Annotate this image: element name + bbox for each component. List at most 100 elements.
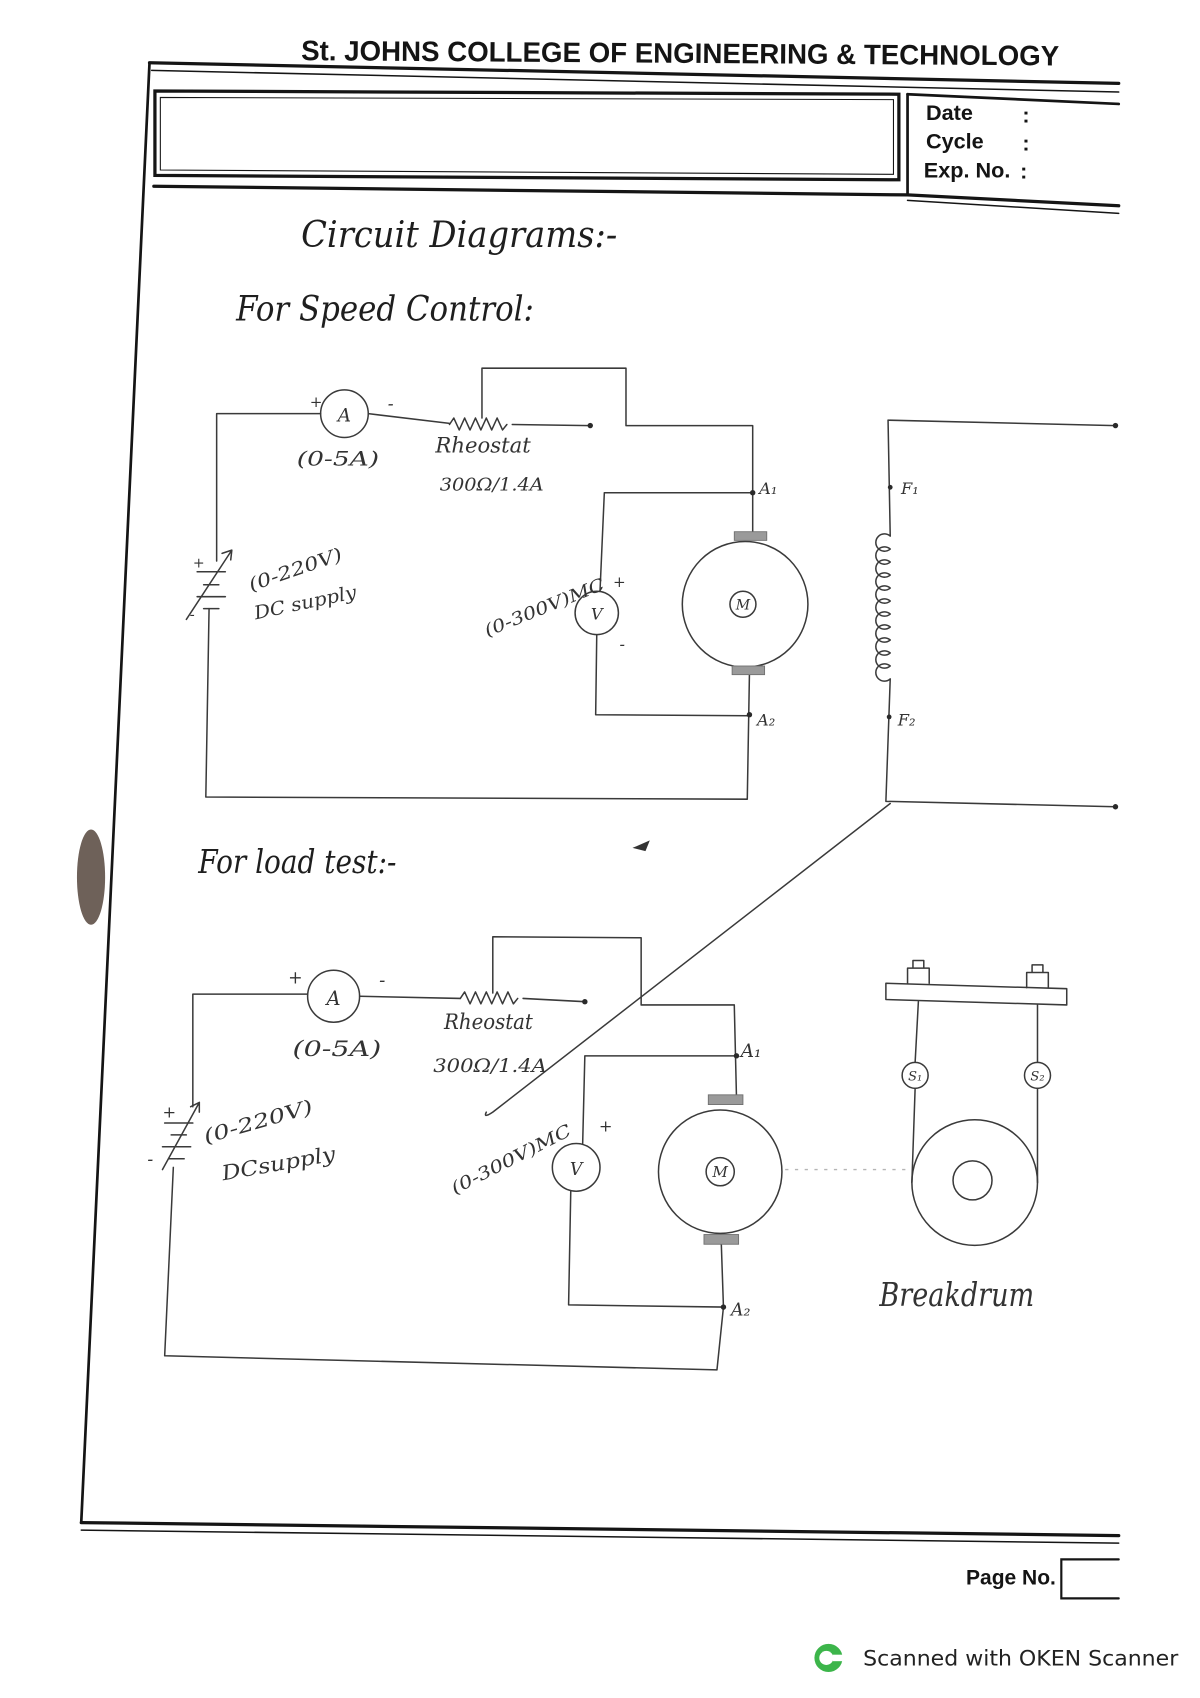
supply-plus: + [193, 555, 205, 571]
left-belt [911, 1000, 920, 1184]
rheostat-rating: 300Ω/1.4A [433, 1056, 547, 1077]
scanner-logo-notch [832, 1654, 844, 1662]
page-heading: Circuit Diagrams:- [301, 213, 617, 256]
ammeter-symbol: A [336, 405, 351, 426]
rheostat-element [448, 417, 508, 431]
right-tension-knob [1025, 964, 1050, 989]
header-separator-inner [906, 199, 1120, 215]
page-bottom-border [79, 1520, 1121, 1538]
voltmeter: V + (0-300V)MC [448, 1055, 738, 1308]
rheostat-label: Rheostat [443, 1010, 533, 1035]
record-info: Date : Cycle : Exp. No. : [924, 100, 1030, 183]
return-wire [163, 1166, 725, 1371]
voltmeter-plus: + [613, 573, 626, 591]
date-separator: : [1022, 102, 1029, 127]
college-name: St. JOHNS COLLEGE OF ENGINEERING & TECHN… [301, 35, 1059, 71]
motor-brush-top [733, 531, 768, 541]
terminal-f1-label: F₁ [900, 479, 919, 498]
ammeter-range: (0-5A) [292, 1037, 381, 1062]
motor-symbol: M [711, 1163, 728, 1181]
voltmeter-top-wire [581, 1055, 738, 1145]
voltmeter-circle [551, 1142, 601, 1192]
motor-brush-bottom [731, 665, 766, 676]
ammeter-circle [319, 389, 370, 439]
terminal-f2-label: F₂ [897, 711, 916, 730]
field-connection-line [484, 802, 891, 1117]
dc-motor: M A₁ A₂ [657, 1041, 783, 1321]
rheostat-end-wire [522, 997, 586, 1003]
terminal-a1-label: A₁ [757, 479, 777, 498]
supply-plus: + [163, 1103, 177, 1122]
supply-top-wire [215, 412, 322, 562]
supply-minus: - [190, 605, 195, 623]
rheostat-slider-loop [492, 935, 738, 1097]
title-box-inner [159, 96, 895, 175]
variable-arrow-icon [161, 1101, 201, 1171]
field-bottom-wire [885, 678, 1117, 808]
voltmeter-minus: - [619, 635, 625, 654]
terminal-a2-dot [720, 1304, 727, 1310]
cycle-label: Cycle [926, 128, 984, 153]
ammeter-plus: + [310, 393, 323, 411]
spring-balance-1 [901, 1061, 929, 1090]
motor-armature [705, 1156, 736, 1187]
voltmeter-plus: + [599, 1117, 613, 1136]
rheostat-end-terminal [582, 998, 588, 1005]
load-test-title: For load test:- [197, 843, 396, 881]
ammeter-minus: - [379, 971, 385, 992]
spring-balance-2-label: S₂ [1030, 1070, 1044, 1085]
record-info-box-top [906, 92, 1121, 106]
scanner-logo-inner [819, 1650, 834, 1665]
page-top-border [147, 61, 1121, 86]
field-bottom-terminal [1112, 804, 1119, 810]
voltmeter-range: (0-300V)MC [482, 575, 608, 641]
rheostat-label: Rheostat [434, 434, 531, 459]
brake-drum-assembly: S₁ S₂ Breakdrum [879, 959, 1068, 1314]
rheostat-element [459, 991, 519, 1005]
ammeter-range: (0-5A) [297, 448, 379, 471]
supply-label: DCsupply [219, 1142, 338, 1186]
terminal-a2-dot [746, 712, 753, 718]
ammeter-to-rheostat-wire [367, 412, 451, 425]
voltmeter-bottom-wire [567, 1190, 725, 1308]
title-box [153, 89, 901, 182]
brake-drum-hub [952, 1160, 993, 1201]
supply-minus: - [147, 1150, 153, 1170]
scanner-watermark: Scanned with OKEN Scanner [814, 1643, 1178, 1673]
speed-control-circuit: + - (0-220V) DC supply A + - (0-5A) Rheo… [185, 367, 1119, 810]
date-label: Date [926, 100, 973, 125]
supply-top-wire [192, 993, 309, 1108]
ink-mark [632, 840, 650, 852]
rheostat-slider-loop [481, 367, 754, 535]
page-number-box [1060, 1558, 1120, 1600]
terminal-a1-dot [749, 490, 756, 496]
exp-no-label: Exp. No. [924, 158, 1011, 183]
motor-symbol: M [735, 598, 751, 614]
exp-no-separator: : [1020, 159, 1027, 184]
field-winding: F₁ F₂ [875, 419, 1119, 810]
voltmeter-top-wire [599, 491, 754, 593]
spring-balance-1-label: S₁ [908, 1070, 922, 1085]
field-top-terminal [1112, 422, 1119, 429]
return-wire [205, 607, 751, 800]
header-separator [152, 184, 1121, 208]
ammeter-minus: - [388, 394, 394, 414]
supply-range: (0-220V) [201, 1095, 316, 1148]
brake-drum-label: Breakdrum [879, 1276, 1035, 1314]
terminal-f2-dot [886, 714, 892, 720]
voltmeter-symbol: V [570, 1160, 584, 1180]
motor-circle [657, 1109, 783, 1235]
brake-drum [911, 1118, 1039, 1247]
voltmeter-range: (0-300V)MC [448, 1121, 575, 1199]
speed-control-title: For Speed Control: [235, 290, 534, 330]
voltmeter-bottom-wire [594, 633, 751, 717]
ammeter-symbol: A [325, 987, 341, 1010]
ammeter: A + - (0-5A) [297, 389, 394, 471]
scanner-watermark-text: Scanned with OKEN Scanner [863, 1647, 1178, 1672]
field-top-wire [887, 419, 1117, 537]
page-frame [79, 61, 1121, 1600]
cycle-separator: : [1022, 131, 1029, 156]
variable-arrow-icon [185, 549, 233, 621]
terminal-a1-label: A₁ [739, 1041, 762, 1062]
